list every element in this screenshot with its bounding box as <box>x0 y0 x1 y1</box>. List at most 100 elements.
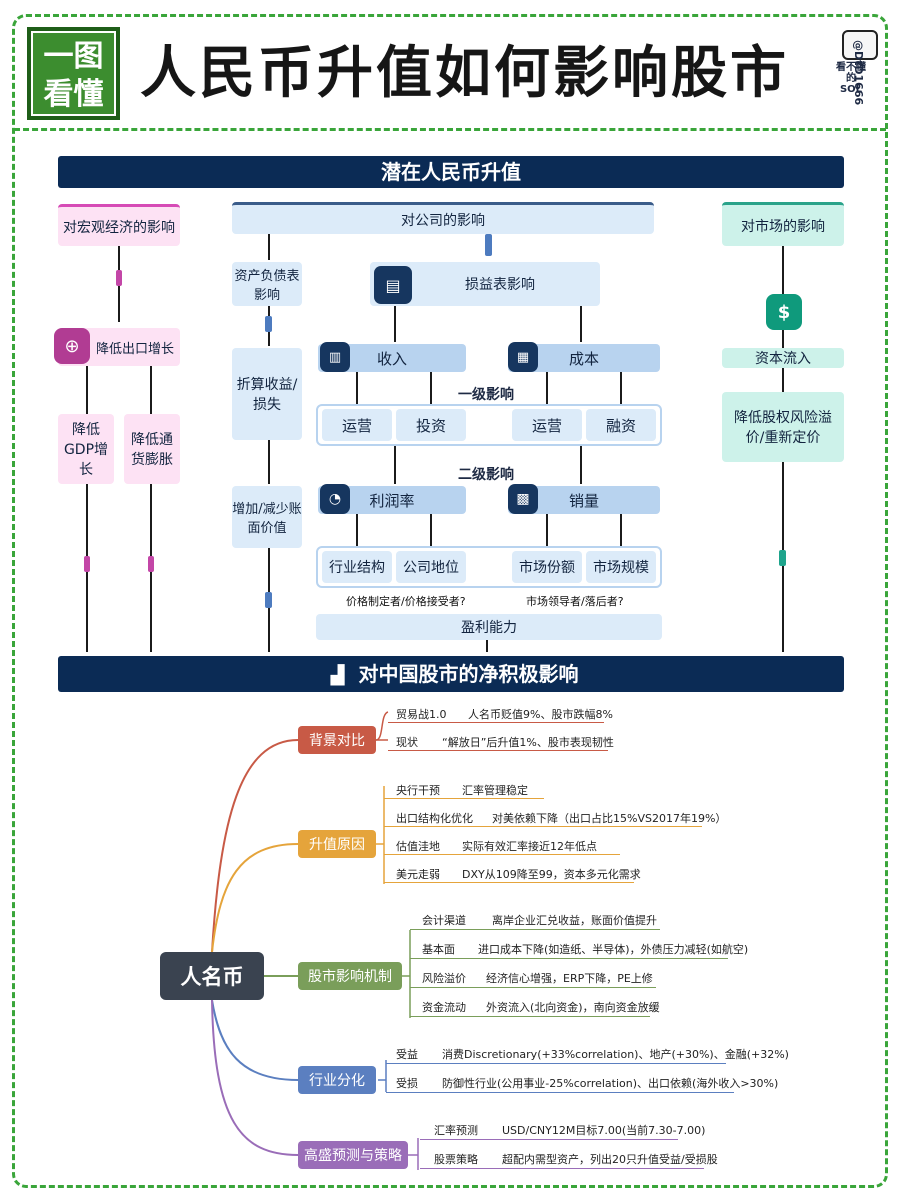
profitability: 盈利能力 <box>316 614 662 640</box>
author-handle: @DtD1666 <box>852 40 865 106</box>
level1-group <box>316 404 662 446</box>
pie-chart-icon: ◔ <box>320 484 350 514</box>
balance-sheet: 资产负债表影响 <box>232 262 302 306</box>
top-banner: 潜在人民币升值 <box>58 156 844 188</box>
connector <box>356 514 358 546</box>
market-scale: 市场规模 <box>586 551 656 583</box>
globe-icon: ⊕ <box>54 328 90 364</box>
leaf-key: 风险溢价 <box>422 972 466 985</box>
leaf-underline <box>388 750 608 751</box>
branch-reason: 升值原因 <box>298 830 376 858</box>
volume-label: 销量 <box>568 491 599 510</box>
leaf-underline <box>410 958 728 959</box>
leaf-underline <box>410 1016 650 1017</box>
leaf-key: 估值洼地 <box>396 840 440 853</box>
connector <box>782 368 784 392</box>
ops2: 运营 <box>512 409 582 441</box>
leaf-key: 央行干预 <box>396 784 440 797</box>
mindmap-connectors <box>211 711 419 1170</box>
page-frame <box>12 14 888 1188</box>
leaf-underline <box>410 987 656 988</box>
cost-label: 成本 <box>568 349 599 368</box>
connector <box>430 514 432 546</box>
trend-chart-icon: ▟ <box>330 665 345 686</box>
brand-logo: 一图 看懂 <box>27 27 120 120</box>
bottom-banner: ▟ 对中国股市的净积极影响 <box>58 656 844 692</box>
dollar-cycle-icon: $ <box>766 294 802 330</box>
leaf-value: 经济信心增强，ERP下降，PE上修 <box>486 972 653 985</box>
leaf-underline <box>420 1139 678 1140</box>
connector <box>580 446 582 484</box>
leaf-value: 防御性行业(公用事业-25%correlation)、出口依赖(海外收入>30%… <box>442 1077 779 1090</box>
price-question: 价格制定者/价格接受者? <box>346 595 466 608</box>
leaf-underline <box>384 798 544 799</box>
mindmap-root: 人名币 <box>160 952 264 1000</box>
header-divider <box>14 128 886 131</box>
ops1: 运营 <box>322 409 392 441</box>
page-title: 人民币升值如何影响股市 <box>140 41 789 106</box>
export-label: 降低出口增长 <box>95 341 174 357</box>
connector <box>546 514 548 546</box>
level1-label: 一级影响 <box>458 387 514 403</box>
leaf-underline <box>384 882 634 883</box>
connector <box>782 246 784 294</box>
leaf-value: USD/CNY12M目标7.00(当前7.30-7.00) <box>502 1124 706 1137</box>
avatar-icon <box>842 30 878 60</box>
connector <box>268 234 270 260</box>
level2-label: 二级影响 <box>458 467 514 483</box>
connector-marker <box>116 270 122 286</box>
report-icon: ▤ <box>374 266 412 304</box>
connector <box>356 372 358 404</box>
leaf-key: 出口结构化优化 <box>396 812 473 825</box>
connector <box>430 372 432 404</box>
leaf-value: 外资流入(北向资金)，南向资金放缓 <box>486 1001 660 1014</box>
bar-chart-icon: ▥ <box>320 342 350 372</box>
leaf-underline <box>384 826 702 827</box>
leaf-underline <box>386 1063 726 1064</box>
leaf-underline <box>386 1092 734 1093</box>
connector <box>86 366 88 414</box>
logo-line1: 一图 <box>43 39 104 74</box>
invest: 投资 <box>396 409 466 441</box>
capital-inflow: 资本流入 <box>722 348 844 368</box>
industry-structure: 行业结构 <box>322 551 392 583</box>
macro-inflation: 降低通货膨胀 <box>124 414 180 484</box>
leaf-value: 离岸企业汇兑收益，账面价值提升 <box>492 914 657 927</box>
leaf-key: 受益 <box>396 1048 418 1061</box>
macro-title: 对宏观经济的影响 <box>58 204 180 246</box>
macro-gdp: 降低GDP增长 <box>58 414 114 484</box>
connector <box>268 440 270 484</box>
boxes-icon: ▩ <box>508 484 538 514</box>
connector <box>486 640 488 652</box>
company-position: 公司地位 <box>396 551 466 583</box>
leaf-key: 受损 <box>396 1077 418 1090</box>
connector <box>150 366 152 414</box>
leaf-key: 贸易战1.0 <box>396 708 447 721</box>
connector <box>620 514 622 546</box>
connector <box>394 306 396 342</box>
leaf-value: 实际有效汇率接近12年低点 <box>462 840 597 853</box>
equity-risk-premium: 降低股权风险溢价/重新定价 <box>722 392 844 462</box>
leaf-value: 超配内需型资产，列出20只升值受益/受损股 <box>502 1153 718 1166</box>
leaf-underline <box>384 854 620 855</box>
financing: 融资 <box>586 409 656 441</box>
leaf-underline <box>410 929 660 930</box>
connector-marker <box>779 550 786 566</box>
branch-forecast: 高盛预测与策略 <box>298 1141 408 1169</box>
leaf-value: 进口成本下降(如造纸、半导体)，外债压力减轻(如航空) <box>478 943 749 956</box>
branch-mechanism: 股市影响机制 <box>298 962 402 990</box>
leaf-key: 资金流动 <box>422 1001 466 1014</box>
connector-marker <box>148 556 154 572</box>
leaf-key: 美元走弱 <box>396 868 440 881</box>
level2-group <box>316 546 662 588</box>
company-title: 对公司的影响 <box>232 202 654 234</box>
connector-marker <box>265 592 272 608</box>
connector <box>394 446 396 484</box>
leaf-underline <box>420 1168 704 1169</box>
branch-sectors: 行业分化 <box>298 1066 376 1094</box>
bottom-banner-text: 对中国股市的净积极影响 <box>358 662 579 686</box>
connector-marker <box>265 316 272 332</box>
leaf-value: “解放日”后升值1%、股市表现韧性 <box>442 736 614 749</box>
leaf-value: 人名币贬值9%、股市跌幅8% <box>468 708 613 721</box>
leaf-key: 汇率预测 <box>434 1124 478 1137</box>
